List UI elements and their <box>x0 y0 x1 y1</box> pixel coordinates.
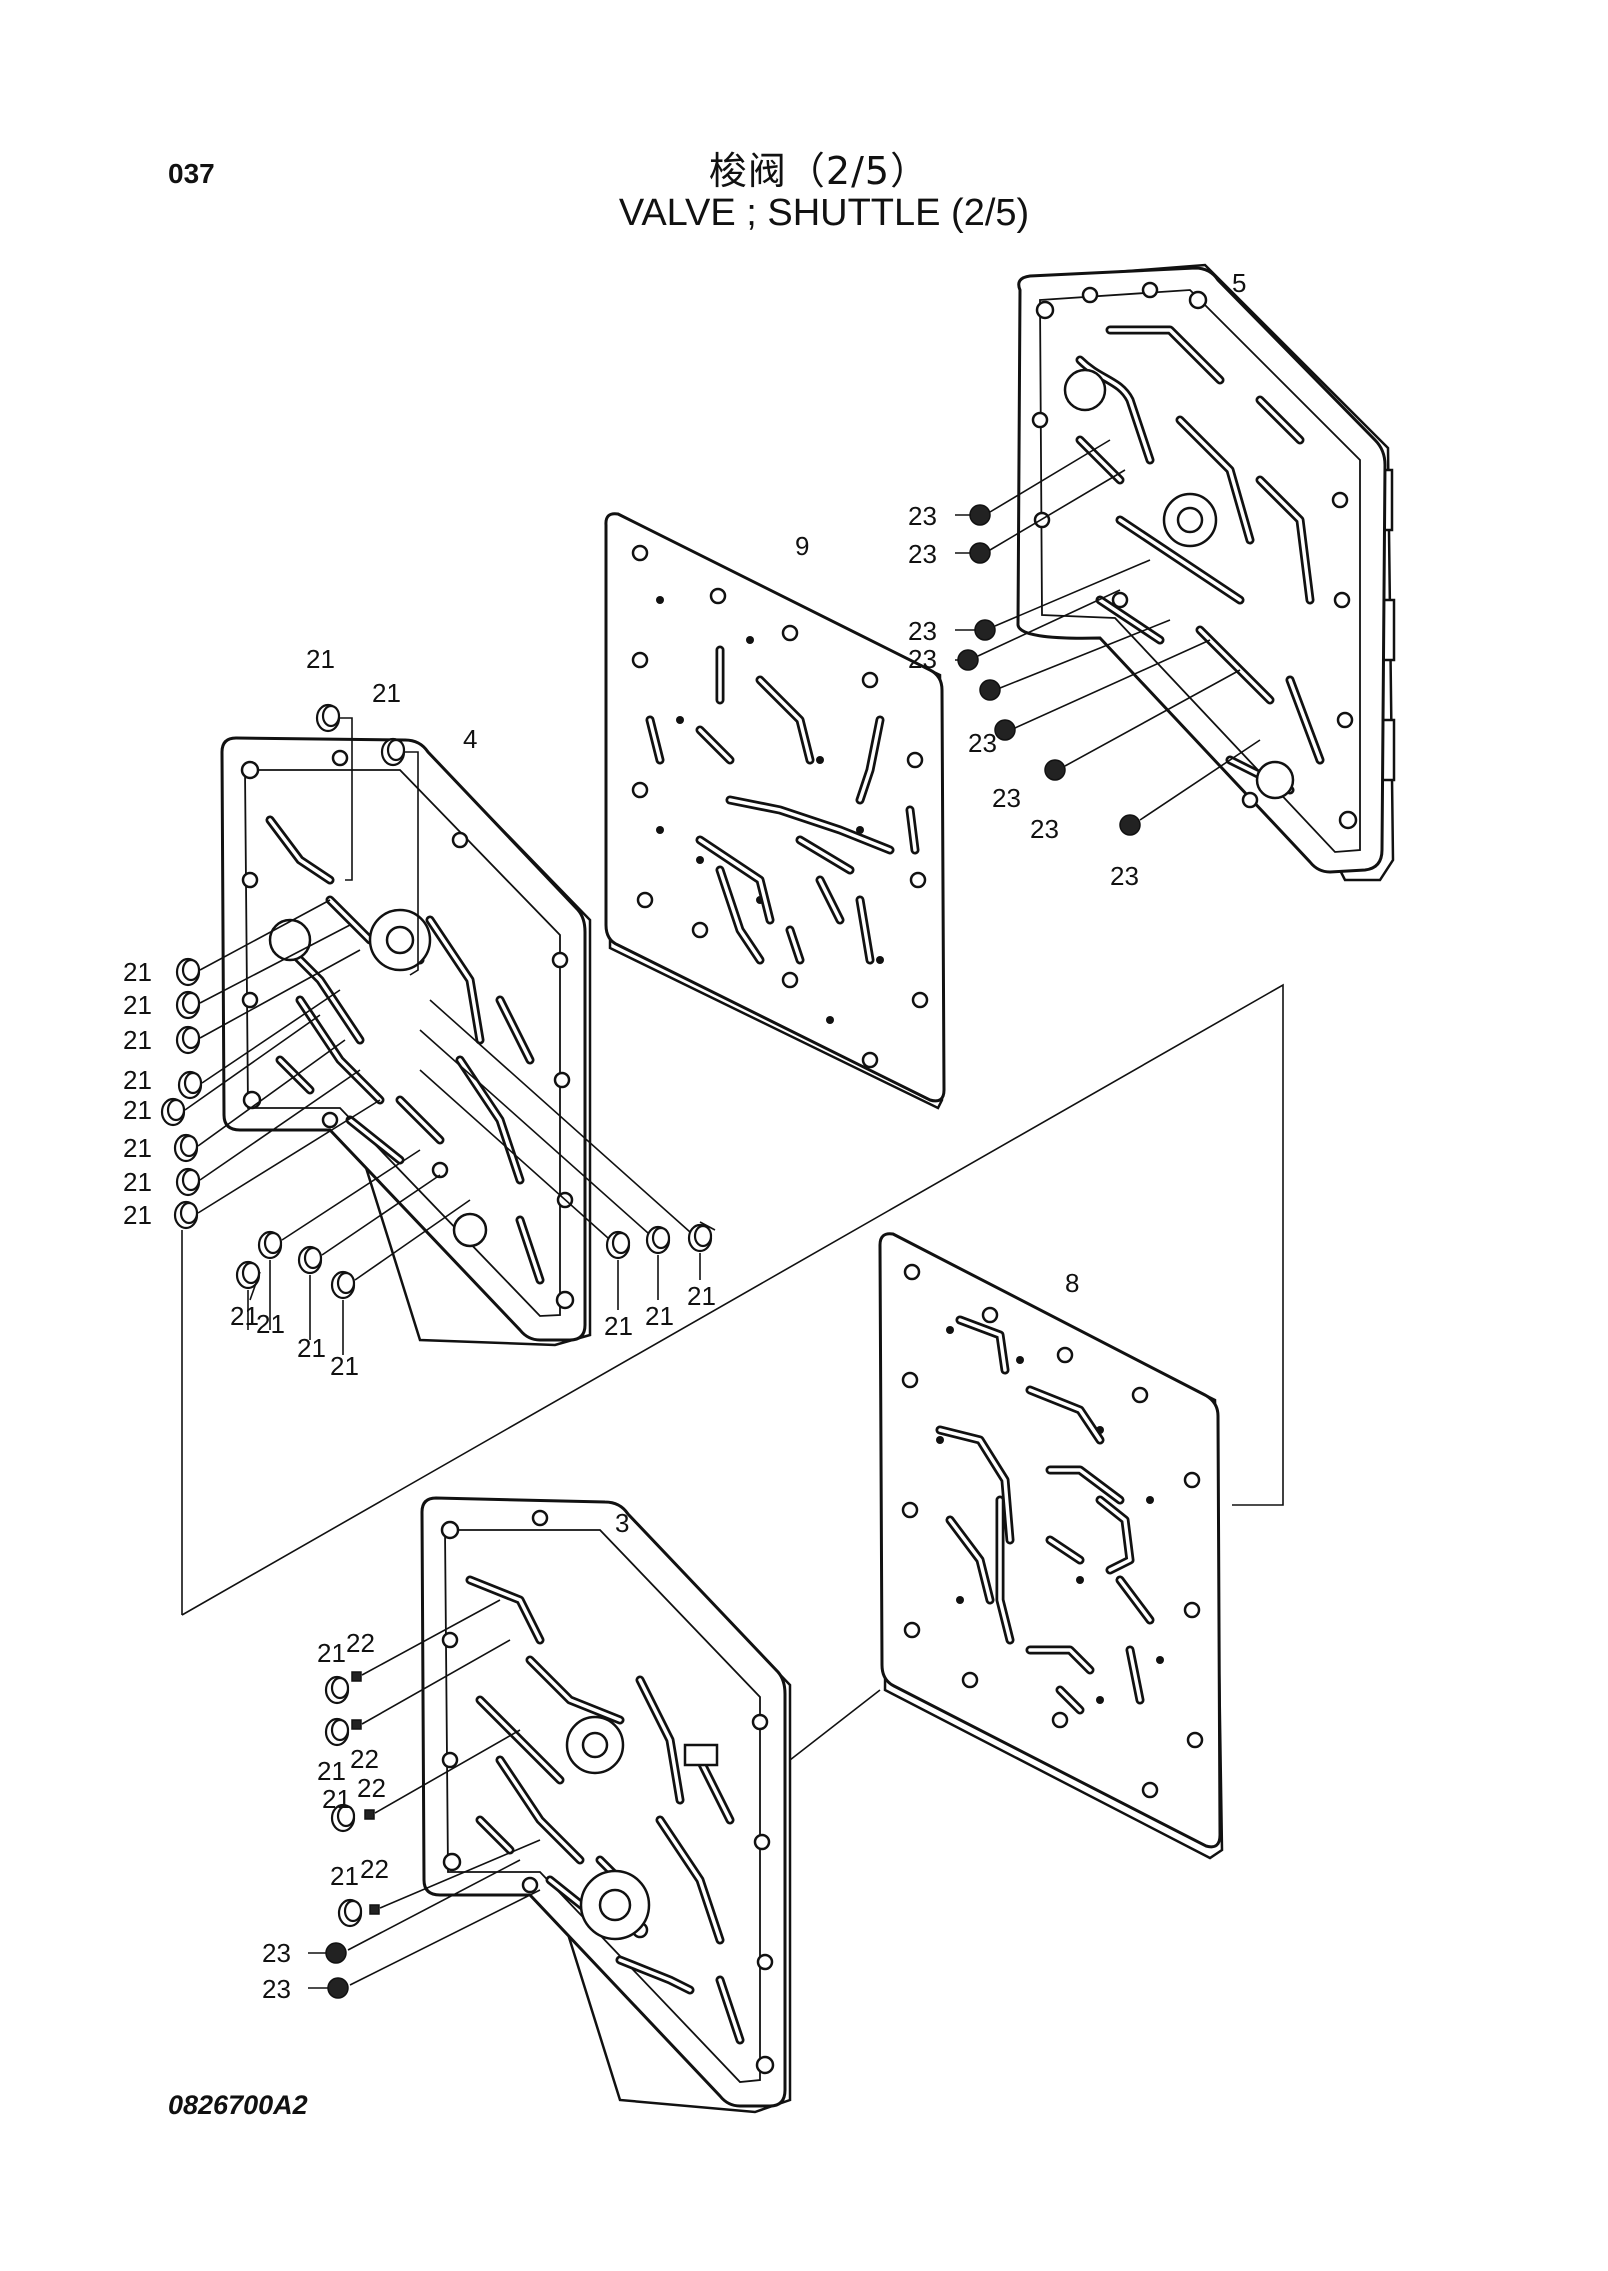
page-title-chinese: 梭阀（2/5） <box>708 149 930 193</box>
callout-23: 23 <box>908 501 937 531</box>
callout-23: 23 <box>968 728 997 758</box>
callout-22: 22 <box>357 1773 386 1803</box>
callout-22: 22 <box>346 1628 375 1658</box>
part-21-22-23-set-lower <box>308 1599 541 1999</box>
callout-21: 21 <box>256 1309 285 1339</box>
callout-21: 21 <box>123 1200 152 1230</box>
callout-23: 23 <box>1030 814 1059 844</box>
part-3-valve-housing <box>420 1496 792 2114</box>
callout-21: 21 <box>687 1281 716 1311</box>
callout-23: 23 <box>908 539 937 569</box>
callout-4: 4 <box>463 724 477 754</box>
callout-22: 22 <box>360 1854 389 1884</box>
callout-23: 23 <box>262 1938 291 1968</box>
callout-21: 21 <box>645 1301 674 1331</box>
callout-9: 9 <box>795 531 809 561</box>
assembly-lines <box>179 983 1284 1761</box>
callout-21: 21 <box>604 1311 633 1341</box>
callout-labels: 5 9 4 8 3 23 23 23 23 23 23 23 23 21 21 … <box>123 268 1246 2004</box>
callout-21: 21 <box>123 1167 152 1197</box>
callout-21: 21 <box>123 957 152 987</box>
callout-21: 21 <box>123 1065 152 1095</box>
callout-21: 21 <box>372 678 401 708</box>
part-9-plate <box>604 512 946 1110</box>
callout-21: 21 <box>123 1025 152 1055</box>
part-21-cap-set-upper <box>160 703 716 1355</box>
part-8-plate <box>878 1232 1224 1860</box>
callout-21: 21 <box>317 1638 346 1668</box>
callout-21: 21 <box>230 1301 259 1331</box>
callout-23: 23 <box>262 1974 291 2004</box>
callout-21: 21 <box>330 1351 359 1381</box>
callout-21: 21 <box>123 1095 152 1125</box>
callout-22: 22 <box>350 1744 379 1774</box>
callout-21: 21 <box>306 644 335 674</box>
callout-5: 5 <box>1232 268 1246 298</box>
callout-21: 21 <box>297 1333 326 1363</box>
callout-21: 21 <box>123 990 152 1020</box>
callout-23: 23 <box>992 783 1021 813</box>
callout-21: 21 <box>322 1784 351 1814</box>
page-title-english: VALVE ; SHUTTLE (2/5) <box>618 192 1030 234</box>
callout-21: 21 <box>123 1133 152 1163</box>
part-5-valve-housing <box>1016 263 1396 882</box>
callout-8: 8 <box>1065 1268 1079 1298</box>
callout-23: 23 <box>1110 861 1139 891</box>
part-23-plug-set-upper <box>955 439 1261 836</box>
callout-21: 21 <box>317 1756 346 1786</box>
callout-23: 23 <box>908 616 937 646</box>
page-number: 037 <box>168 158 215 189</box>
callout-3: 3 <box>615 1508 629 1538</box>
callout-23: 23 <box>908 644 937 674</box>
drawing-code: 0826700A2 <box>168 2090 308 2120</box>
callout-21: 21 <box>330 1861 359 1891</box>
part-4-valve-housing <box>220 736 592 1347</box>
